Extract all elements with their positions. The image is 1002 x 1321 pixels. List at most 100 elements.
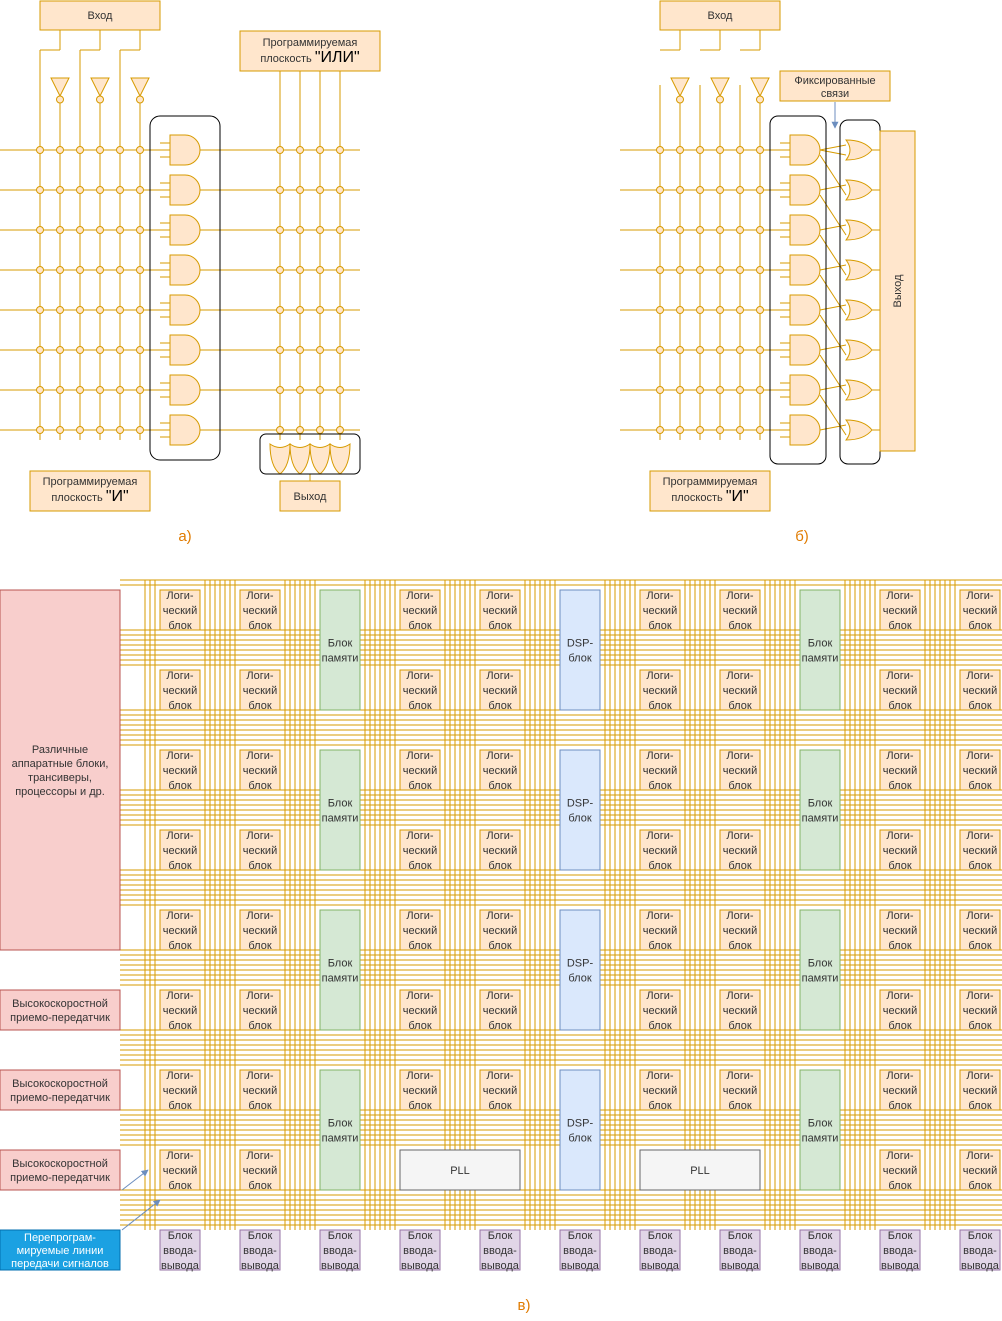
text-line: блок xyxy=(968,940,991,952)
text-line: плоскость xyxy=(260,53,315,65)
connection-dot xyxy=(716,386,724,394)
connection-dot xyxy=(76,146,84,154)
text-line: ческий xyxy=(963,765,997,777)
text-line: блок xyxy=(888,700,911,712)
text-line: плоскость xyxy=(671,492,726,504)
text-line: блок xyxy=(888,620,911,632)
logic-block xyxy=(719,749,761,791)
text-line: Блок xyxy=(808,1117,833,1129)
text-line: блок xyxy=(168,700,191,712)
memory-block xyxy=(319,909,361,1031)
text-line: Логи- xyxy=(966,1070,993,1082)
logic-block xyxy=(479,589,521,631)
text-line: Программируемая xyxy=(43,476,138,488)
text-line: блок xyxy=(408,780,431,792)
transceiver-block xyxy=(0,1149,121,1191)
connection-dot xyxy=(756,346,764,354)
text-line: ческий xyxy=(883,1165,917,1177)
or-gate xyxy=(844,379,873,401)
text-line: блок xyxy=(408,1020,431,1032)
connection-dot xyxy=(756,426,764,434)
text-line: блок xyxy=(728,860,751,872)
fixed-link xyxy=(819,344,847,351)
text-line: Блок xyxy=(808,637,833,649)
text-line: Логи- xyxy=(486,830,513,842)
memory-block xyxy=(319,1069,361,1191)
text-line: блок xyxy=(648,940,671,952)
text-line: Логи- xyxy=(726,750,753,762)
connection-dot xyxy=(116,186,124,194)
text-line: блок xyxy=(248,1180,271,1192)
logic-block xyxy=(479,669,521,711)
text-line: ческий xyxy=(723,605,757,617)
transceiver-block xyxy=(0,1069,121,1111)
connection-dot xyxy=(276,266,284,274)
and-gate xyxy=(789,134,821,166)
quoted-operator: "ИЛИ" xyxy=(315,49,360,66)
text-line: ческий xyxy=(163,685,197,697)
text-line: Блок xyxy=(808,1230,833,1242)
connection-dot xyxy=(756,146,764,154)
dsp-block-label: DSP-блок xyxy=(567,637,594,664)
text-line: ческий xyxy=(643,1005,677,1017)
logic-block xyxy=(159,909,201,951)
logic-block xyxy=(719,909,761,951)
inverter-buffer xyxy=(750,77,770,98)
text-line: ческий xyxy=(963,845,997,857)
connection-dot xyxy=(136,306,144,314)
and-gate xyxy=(789,214,821,246)
input-label: Вход xyxy=(88,10,113,22)
text-line: плоскость xyxy=(51,492,106,504)
and-gate xyxy=(169,134,201,166)
text-line: Логи- xyxy=(166,830,193,842)
logic-block xyxy=(479,909,521,951)
text-line: ввода- xyxy=(643,1245,677,1257)
fixed-link xyxy=(819,184,847,191)
connection-dot xyxy=(676,386,684,394)
pll-block xyxy=(639,1149,761,1191)
text-line: блок xyxy=(888,1020,911,1032)
text-line: Логи- xyxy=(246,1070,273,1082)
text-line: блок xyxy=(568,652,591,664)
connection-dot xyxy=(736,346,744,354)
text-line: блок xyxy=(488,940,511,952)
connection-dot xyxy=(316,386,324,394)
text-line: ческий xyxy=(403,925,437,937)
caption-a: а) xyxy=(178,528,191,545)
text-line: вывода xyxy=(321,1260,360,1272)
text-line: ческий xyxy=(243,605,277,617)
connection-dot xyxy=(116,386,124,394)
text-line: блок xyxy=(888,1100,911,1112)
output-box xyxy=(879,130,916,452)
text-line: Логи- xyxy=(726,1070,753,1082)
logic-block xyxy=(159,829,201,871)
dsp-block xyxy=(559,589,601,711)
connection-dot xyxy=(736,306,744,314)
logic-block xyxy=(239,989,281,1031)
text-line: блок xyxy=(408,1100,431,1112)
connection-dot xyxy=(296,146,304,154)
text-line: ческий xyxy=(243,765,277,777)
text-line: ческий xyxy=(723,925,757,937)
text-line: Логи- xyxy=(886,750,913,762)
transceiver-block xyxy=(0,989,121,1031)
dsp-block xyxy=(559,749,601,871)
fixed-link xyxy=(819,264,847,271)
text-line: ческий xyxy=(963,1165,997,1177)
text-line: памяти xyxy=(802,972,839,984)
text-line: ческий xyxy=(883,685,917,697)
connection-dot xyxy=(696,306,704,314)
